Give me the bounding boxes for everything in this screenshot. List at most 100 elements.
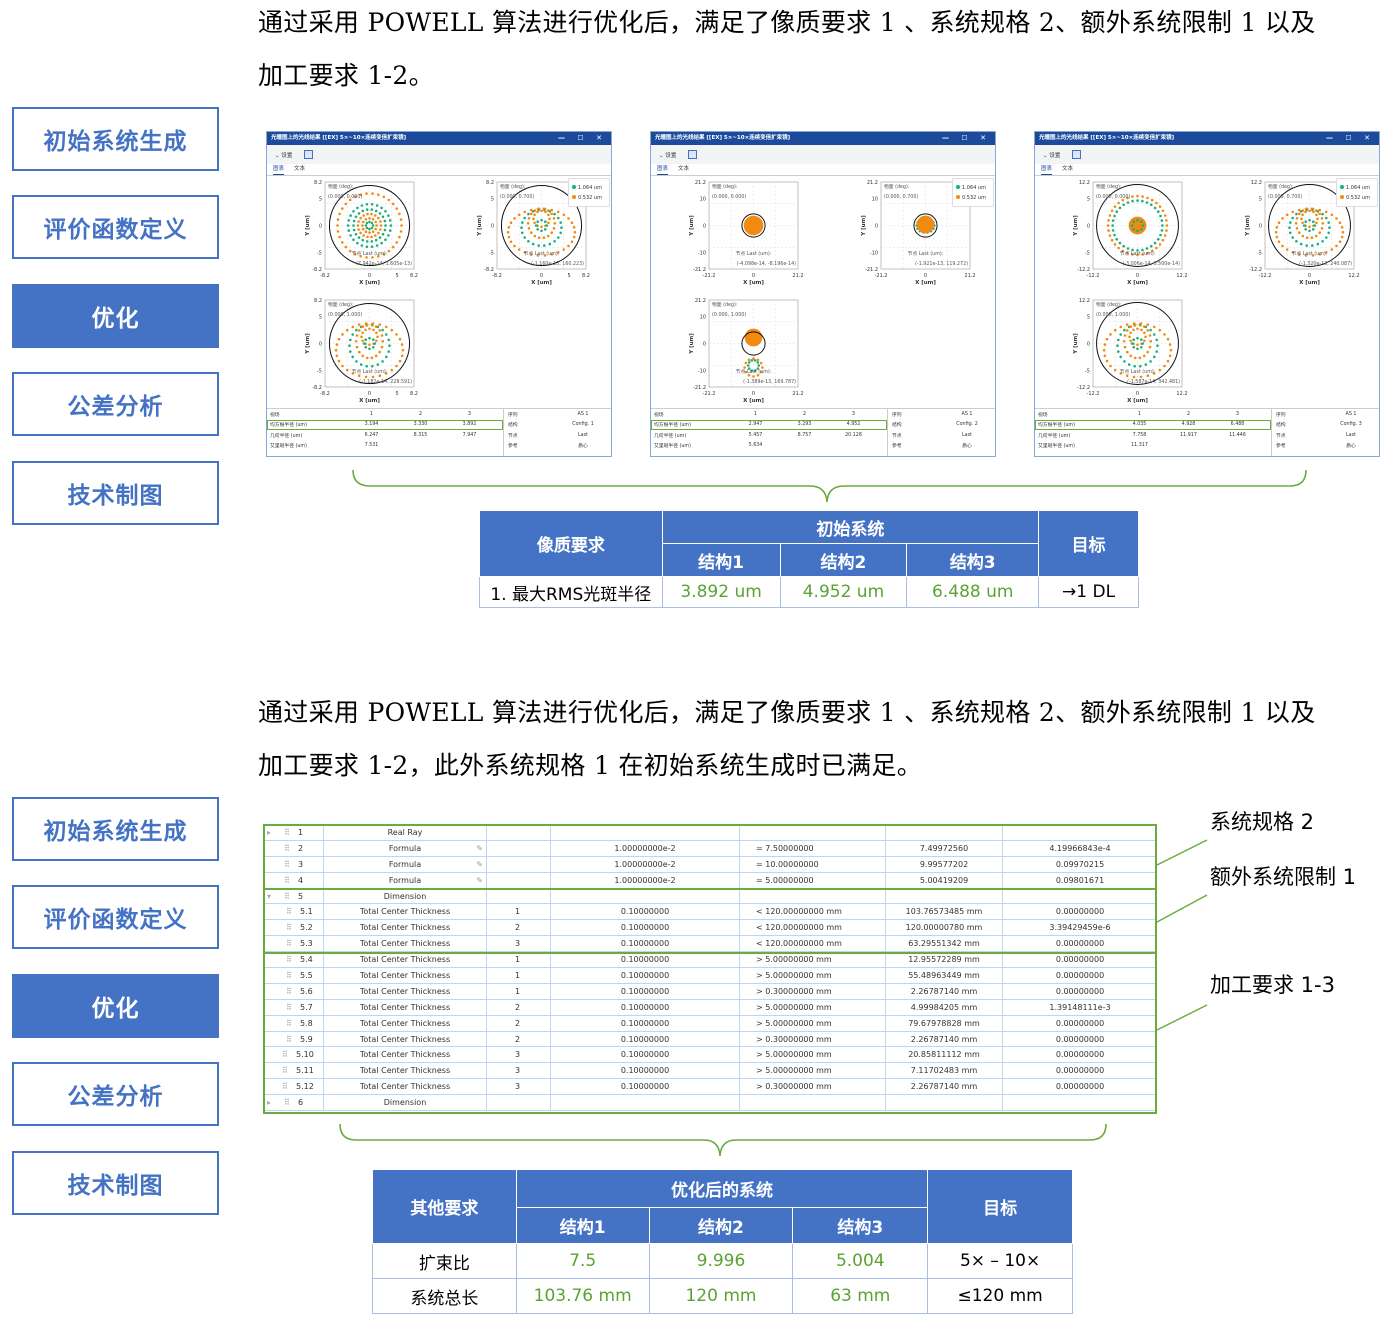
operand-arg[interactable] [487, 1095, 551, 1111]
drag-handle-icon[interactable]: ⠿ [286, 955, 292, 965]
row-handle[interactable]: ▸⠿1 [264, 825, 324, 840]
row-handle[interactable]: ⠿5.10 [264, 1047, 324, 1063]
drag-handle-icon[interactable]: ⠿ [284, 1098, 290, 1108]
edit-icon[interactable]: ✎ [476, 875, 483, 885]
operand-weight[interactable]: 0.10000000 [551, 1031, 740, 1047]
operand-target[interactable]: > 5.00000000 mm [740, 1047, 886, 1063]
nav-item-4[interactable]: 技术制图 [12, 1151, 219, 1215]
drag-handle-icon[interactable]: ⠿ [284, 859, 290, 869]
operand-target[interactable]: = 10.00000000 [740, 856, 886, 872]
operand-weight[interactable]: 1.00000000e-2 [551, 840, 740, 856]
operand-type[interactable]: Total Center Thickness [324, 952, 487, 968]
operand-arg[interactable]: 1 [487, 983, 551, 999]
row-handle[interactable]: ⠿5.6 [264, 983, 324, 999]
drag-handle-icon[interactable]: ⠿ [282, 1082, 288, 1092]
row-handle[interactable]: ⠿5.7 [264, 999, 324, 1015]
nav-item-1[interactable]: 评价函数定义 [12, 885, 219, 949]
operand-target[interactable]: > 0.30000000 mm [740, 983, 886, 999]
row-handle[interactable]: ⠿5.1 [264, 904, 324, 920]
list-view-icon[interactable] [688, 150, 698, 159]
operand-target[interactable]: > 5.00000000 mm [740, 1063, 886, 1079]
operand-arg[interactable]: 3 [487, 1079, 551, 1095]
operand-type[interactable]: Dimension [324, 1095, 487, 1111]
operand-target[interactable]: = 7.50000000 [740, 840, 886, 856]
operand-arg[interactable]: 3 [487, 936, 551, 952]
operand-type[interactable]: Total Center Thickness [324, 1063, 487, 1079]
operand-type[interactable]: Formula✎ [324, 856, 487, 872]
operand-type[interactable]: Total Center Thickness [324, 1047, 487, 1063]
operand-weight[interactable]: 0.10000000 [551, 1015, 740, 1031]
operand-type[interactable]: Total Center Thickness [324, 1079, 487, 1095]
tab-text[interactable]: 文本 [294, 166, 306, 172]
operand-type[interactable]: Total Center Thickness [324, 936, 487, 952]
operand-weight[interactable]: 0.10000000 [551, 920, 740, 936]
nav-item-4[interactable]: 技术制图 [12, 461, 219, 525]
settings-button[interactable]: ⌄ 设置 [659, 152, 677, 159]
operand-type[interactable]: Total Center Thickness [324, 968, 487, 983]
operand-arg[interactable]: 3 [487, 1063, 551, 1079]
operand-target[interactable] [740, 888, 886, 904]
operand-target[interactable]: > 5.00000000 mm [740, 952, 886, 968]
operand-target[interactable]: > 0.30000000 mm [740, 1079, 886, 1095]
row-handle[interactable]: ▸⠿6 [264, 1095, 324, 1111]
drag-handle-icon[interactable]: ⠿ [284, 843, 290, 853]
operand-arg[interactable]: 2 [487, 1031, 551, 1047]
operand-arg[interactable]: 3 [487, 1047, 551, 1063]
operand-arg[interactable]: 1 [487, 904, 551, 920]
row-handle[interactable]: ⠿3 [264, 856, 324, 872]
row-handle[interactable]: ⠿5.4 [264, 952, 324, 968]
row-handle[interactable]: ⠿5.8 [264, 1015, 324, 1031]
drag-handle-icon[interactable]: ⠿ [286, 1002, 292, 1012]
operand-arg[interactable]: 2 [487, 920, 551, 936]
operand-target[interactable] [740, 825, 886, 840]
operand-weight[interactable]: 0.10000000 [551, 936, 740, 952]
operand-target[interactable]: > 5.00000000 mm [740, 968, 886, 983]
operand-weight[interactable]: 0.10000000 [551, 999, 740, 1015]
tab-chart[interactable]: 图表 [273, 164, 285, 175]
drag-handle-icon[interactable]: ⠿ [286, 1018, 292, 1028]
drag-handle-icon[interactable]: ⠿ [286, 939, 292, 949]
operand-target[interactable]: < 120.00000000 mm [740, 904, 886, 920]
operand-weight[interactable]: 1.00000000e-2 [551, 856, 740, 872]
operand-type[interactable]: Total Center Thickness [324, 1031, 487, 1047]
operand-type[interactable]: Total Center Thickness [324, 904, 487, 920]
drag-handle-icon[interactable]: ⠿ [284, 875, 290, 885]
drag-handle-icon[interactable]: ⠿ [282, 1050, 288, 1060]
operand-type[interactable]: Total Center Thickness [324, 920, 487, 936]
edit-icon[interactable]: ✎ [476, 843, 483, 853]
operand-arg[interactable]: 2 [487, 1015, 551, 1031]
drag-handle-icon[interactable]: ⠿ [286, 1034, 292, 1044]
window-controls[interactable]: — ☐ ✕ [1325, 134, 1375, 142]
operand-type[interactable]: Total Center Thickness [324, 983, 487, 999]
row-handle[interactable]: ⠿5.5 [264, 968, 324, 983]
operand-weight[interactable]: 0.10000000 [551, 952, 740, 968]
row-handle[interactable]: ⠿2 [264, 840, 324, 856]
operand-type[interactable]: Real Ray [324, 825, 487, 840]
operand-weight[interactable]: 0.10000000 [551, 968, 740, 983]
operand-arg[interactable]: 1 [487, 968, 551, 983]
operand-weight[interactable]: 0.10000000 [551, 1047, 740, 1063]
operand-type[interactable]: Formula✎ [324, 840, 487, 856]
operand-target[interactable] [740, 1095, 886, 1111]
list-view-icon[interactable] [304, 150, 314, 159]
operand-weight[interactable] [551, 888, 740, 904]
operand-target[interactable]: > 0.30000000 mm [740, 1031, 886, 1047]
tab-chart[interactable]: 图表 [1041, 164, 1053, 175]
drag-handle-icon[interactable]: ⠿ [286, 923, 292, 933]
operand-type[interactable]: Formula✎ [324, 872, 487, 888]
window-controls[interactable]: — ☐ ✕ [557, 134, 607, 142]
settings-button[interactable]: ⌄ 设置 [275, 152, 293, 159]
operand-arg[interactable] [487, 888, 551, 904]
drag-handle-icon[interactable]: ⠿ [282, 1066, 288, 1076]
